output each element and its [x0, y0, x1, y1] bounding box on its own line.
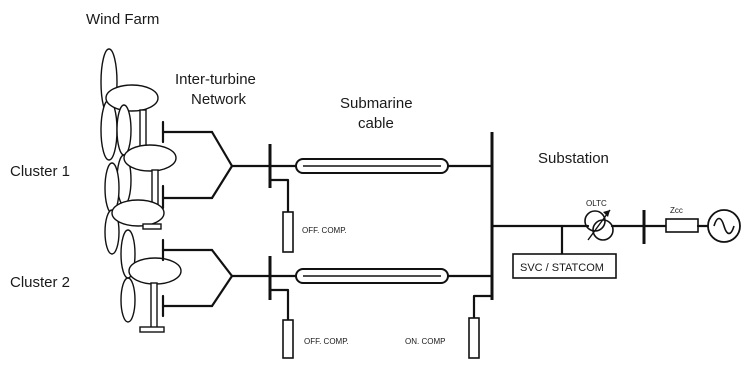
onshore-compensation [468, 294, 494, 359]
wind-turbine-cluster2-icon [120, 229, 182, 333]
cluster2-label: Cluster 2 [10, 274, 70, 291]
cluster1-label: Cluster 1 [10, 163, 70, 180]
zcc-impedance [665, 218, 699, 233]
submarine-label-line2: cable [358, 115, 394, 132]
inter-turbine-network-cluster1 [161, 120, 272, 210]
inter-turbine-label-line2: Network [191, 91, 247, 108]
inter-turbine-label-line1: Inter-turbine [175, 71, 256, 88]
ac-grid-source-icon [707, 209, 741, 243]
offshore-compensation-upper [268, 178, 294, 253]
offshore-compensation-lower [268, 288, 294, 359]
submarine-label-line1: Submarine [340, 95, 413, 112]
off-comp-upper-label: OFF. COMP. [302, 226, 347, 235]
inter-turbine-network-cluster2 [161, 238, 272, 318]
oltc-label: OLTC [586, 199, 607, 208]
svc-statcom-box [512, 253, 617, 279]
off-comp-lower-label: OFF. COMP. [304, 337, 349, 346]
submarine-cable-cluster1 [268, 158, 494, 174]
oltc-transformer-icon [584, 209, 614, 241]
svc-statcom-label: SVC / STATCOM [520, 262, 604, 274]
on-comp-label: ON. COMP [405, 337, 445, 346]
zcc-label: Zcc [670, 206, 683, 215]
wind-farm-label: Wind Farm [86, 11, 159, 28]
substation-label: Substation [538, 150, 609, 167]
submarine-cable-cluster2 [268, 268, 494, 284]
wind-turbine-cluster1-icon [100, 48, 177, 255]
